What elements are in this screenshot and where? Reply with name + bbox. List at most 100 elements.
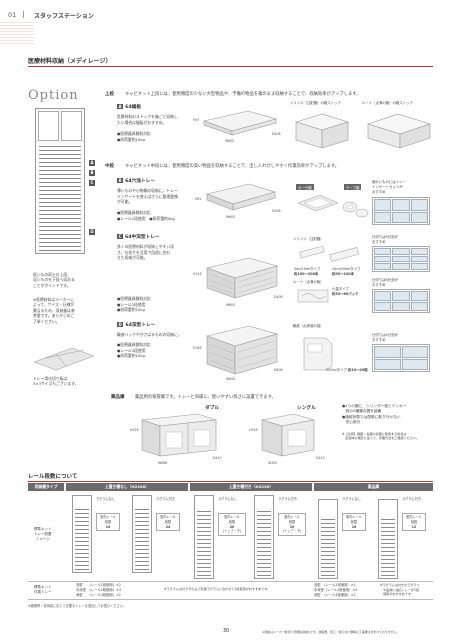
- block-d-desc: 輸液バックやかさばるものの収納に。: [117, 332, 182, 337]
- rail-unit-2: [132, 495, 152, 573]
- block-c-specs: ●医療器具傾斜対応●レール2段使用●耐荷重約10kg: [117, 296, 151, 313]
- rail-table: 収納棚タイプ 上置き棚なし（H2100） 上置き棚付き（H2230） 薬品庫 標…: [28, 483, 433, 619]
- col1-top: ラグラムなし: [96, 497, 116, 501]
- header-pattern: [0, 22, 34, 44]
- block-c-dim-h: H116: [193, 272, 202, 276]
- route-box-illustration: [367, 113, 431, 149]
- block-a-dim-h: H57: [193, 118, 200, 122]
- medicine-double-label: ダブル: [205, 406, 220, 411]
- gauze-illustration: [297, 194, 339, 212]
- fluid-capacity: 500mlタイプ 約10〜20個: [326, 368, 368, 372]
- row2-label: 標準キット付属トレー: [34, 585, 52, 594]
- col5-top: ラグラムなし: [342, 497, 362, 501]
- route-capacity: 小量タイプ約30〜60パック: [332, 287, 359, 296]
- medium-tray-illustration: [205, 257, 279, 299]
- page-number: 30: [223, 628, 230, 634]
- row-label-upper: 上段: [105, 92, 114, 97]
- medicine-single-label: シングル: [297, 406, 316, 411]
- block-b-dim-w: W600: [226, 215, 236, 219]
- deep-tray-illustration: [205, 325, 279, 375]
- block-b-capacity: 細かいものにはトレーインサートセットがおすすめ: [372, 180, 406, 194]
- cabinet-marker-c: C: [89, 180, 95, 186]
- shelf-board-illustration: [202, 110, 278, 136]
- block-a-dim-d: D408: [272, 132, 281, 136]
- syringe-type-b: 20ml/50mlタイプ約50〜100本: [332, 267, 361, 276]
- th-with-top: 上置き棚付き（H2230）: [190, 483, 312, 491]
- block-c-cap2-text: 仕切りは6分割がおすすめ: [372, 278, 398, 287]
- row-desc-medicine: 薬品用の保管庫です。トレーと同様に、使いやすい高さに設置できます。: [135, 395, 276, 400]
- header-title: スタッフステーション: [34, 13, 94, 20]
- block-a-desc: 医療材料のストックを箱ごと収納したい場合は幅板がおすすめ。: [117, 114, 178, 125]
- cabinet-marker-b: B: [89, 170, 95, 176]
- row-label-middle: 中段: [105, 164, 114, 169]
- cabinet-tip: 低いもの同士の上段、 深いものを下段へ収める ことがポイントです。: [33, 272, 75, 288]
- row-desc-middle: キャビネット中段には、使用頻度の高い物品を収納することで、出し入れがしやすく作業…: [125, 164, 340, 169]
- medicine-double-illustration: [141, 413, 217, 457]
- block-c-dim-w: W600: [226, 303, 236, 307]
- rail-bottom-rule: [28, 599, 433, 600]
- block-c-cap1-text: 仕切りは9分割がおすすめ: [372, 235, 398, 244]
- fluid-bag-illustration: [303, 337, 333, 371]
- block-b-desc: 薄いものや小物類の収納に。トレーインサートを使えばさらに整理整頓が可能。: [117, 188, 178, 205]
- fluid-label: 輸液（点滴液の袋）: [293, 324, 324, 328]
- th-medicine: 薬品庫: [314, 483, 433, 491]
- block-d-specs: ●医療器具傾斜対応●レール3段使用●耐荷重約10kg: [117, 342, 151, 359]
- rail-unit-3: [194, 495, 214, 579]
- divider-illustration: [33, 347, 95, 371]
- cabinet-marker-d: D: [89, 229, 95, 235]
- block-a-dim-w: W600: [225, 139, 235, 143]
- section-title: 医療材料収納（メディレージ）: [28, 58, 112, 65]
- row1-label: 標準キットトレー設置イメージ: [34, 527, 52, 541]
- rail-row-divider: [28, 581, 433, 582]
- syringe-label: シリンジ（注射器）: [293, 237, 324, 241]
- nine-division-layout: [372, 246, 430, 272]
- block-b-dim-h: H61: [195, 197, 202, 201]
- header-divider: [23, 11, 24, 18]
- th-no-top: 上置き棚なし（H2100）: [66, 483, 188, 491]
- medicine-single-illustration: [261, 413, 315, 457]
- th-storage-type: 収納棚タイプ: [28, 483, 64, 491]
- block-a-box-label-1: シリンジ（注射器）の箱ストック: [290, 101, 341, 105]
- cabinet-illustration: [35, 108, 85, 254]
- route-illustration: [297, 289, 329, 303]
- item-label-gauze: ガーゼ類: [296, 184, 314, 190]
- route-label: ルート（点滴の管）: [293, 280, 324, 284]
- syringe-illustration: [299, 245, 359, 262]
- col4-top: ラグラム付き: [278, 497, 298, 501]
- bottom-note: ※価格はメーカー希望小売価格(税抜)です。運搬費、施工・据え付け費等の工事費は含…: [262, 630, 400, 634]
- double-dim-w: W668: [158, 461, 168, 465]
- tape-illustration: [342, 201, 369, 218]
- col3-top: ラグラムなし: [218, 497, 238, 501]
- block-d-dim-h: H168: [193, 346, 202, 350]
- block-c-desc: 多くの医療材料が収納しやすい深さ。仕切りを活用で用途に合わせた収納が可能。: [117, 244, 174, 261]
- block-a-box-label-2: ルート（点滴の管）の箱ストック: [362, 101, 413, 105]
- tray-insert-layout: [372, 197, 430, 225]
- cabinet-door-right: [61, 111, 82, 141]
- row2-note-a: ※ラグラムは付ラグのみで別途ラグラムに合わせて1段使用がおすすめです。: [164, 587, 271, 591]
- four-division-layout: [372, 344, 430, 372]
- syringe-box-illustration: [294, 113, 350, 149]
- item-label-tape: テープ類: [344, 184, 362, 190]
- rail-rule: [28, 481, 433, 482]
- tray-divider-note: トレー用仕切り板は 3×3サイズもございます。: [33, 376, 79, 387]
- block-d-cap-text: 仕切りは4分割がおすすめ: [372, 333, 398, 342]
- option-title: Option: [28, 88, 79, 103]
- rail-unit-1: [72, 495, 92, 573]
- block-b-dim-d: D408: [272, 209, 281, 213]
- syringe-type-a: 5ml/10mlタイプ約100〜200本: [294, 267, 321, 276]
- block-b-specs: ●医療器具傾斜対応●レール1段使用 ●耐荷重約5kg: [117, 210, 175, 221]
- single-dim-h: H428: [249, 428, 258, 432]
- col6-top: ラグラム付き: [402, 497, 422, 501]
- shallow-tray-illustration: [205, 183, 277, 211]
- single-dim-d: D410: [316, 456, 325, 460]
- rail-unit-5: [318, 499, 338, 579]
- col2-top: ラグラム付き: [156, 497, 176, 501]
